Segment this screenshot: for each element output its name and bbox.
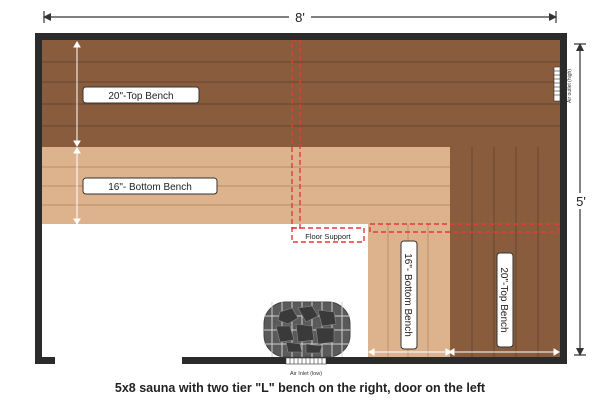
width-dimension: 8' [43, 9, 557, 25]
top-bench-right-planks [471, 147, 539, 357]
walls [35, 33, 567, 364]
bottom-bench-right-label: 16"- Bottom Bench [402, 253, 413, 337]
top-bench-left-label: 20"-Top Bench [108, 91, 173, 102]
height-label: 5' [576, 194, 586, 209]
top-bench-right-label: 20"-Top Bench [498, 267, 509, 332]
bottom-bench-depth-marker [73, 147, 81, 225]
top-bench-right-label-box: 20"-Top Bench [496, 252, 514, 348]
right-bench-depth-marker [368, 348, 560, 356]
bottom-bench-right-label-box: 16"- Bottom Bench [400, 240, 418, 350]
width-label: 8' [295, 10, 305, 25]
sauna-heater-icon [263, 301, 351, 358]
floor-support-label: Floor Support [305, 232, 351, 241]
top-bench-left-label-box: 20"-Top Bench [82, 86, 200, 104]
bottom-bench-left-label: 16"- Bottom Bench [108, 182, 192, 193]
top-bench-planks [42, 61, 560, 127]
bottom-bench-left-label-box: 16"- Bottom Bench [82, 177, 218, 195]
height-dimension: 5' [571, 43, 591, 356]
air-outlet-label: Air outlet (high) [567, 69, 573, 103]
top-bench-depth-marker [73, 41, 81, 147]
air-inlet-vent [285, 357, 327, 365]
air-outlet-vent [553, 66, 561, 102]
air-inlet-label: Air Inlet (low) [290, 371, 322, 377]
diagram-caption: 5x8 sauna with two tier "L" bench on the… [114, 381, 486, 395]
